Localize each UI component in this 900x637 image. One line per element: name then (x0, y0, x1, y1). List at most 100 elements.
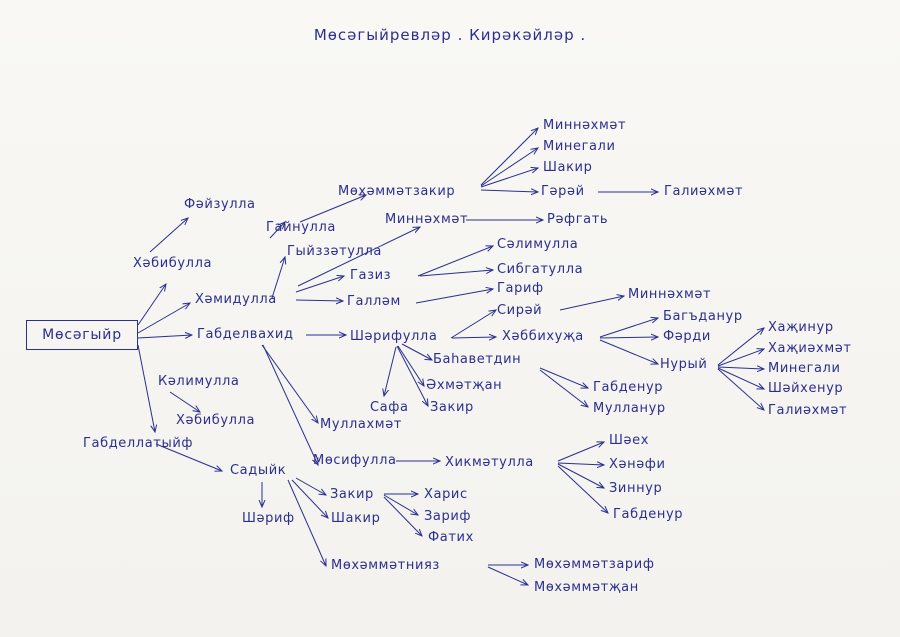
edge-arrow (297, 227, 420, 287)
node-ahmatjan: Әхмәтҗан (426, 378, 503, 393)
edge-arrow (137, 284, 166, 326)
edge-arrow (717, 328, 764, 366)
node-minnahmat-3: Миннәхмәт (628, 287, 712, 302)
edge-arrow (269, 222, 285, 239)
edge-arrow (717, 368, 764, 410)
edge-arrow (397, 345, 424, 386)
edge-arrow (137, 303, 190, 334)
node-nuriy: Нурый (660, 357, 708, 372)
node-shaeh: Шәех (609, 433, 649, 448)
edge-arrow (717, 367, 764, 369)
node-bagdanur: Багъдануp (663, 309, 743, 324)
node-shayhenur: Шәйхенур (768, 381, 844, 396)
node-shakir-2: Шакир (331, 511, 381, 526)
edge-arrow (169, 391, 200, 412)
node-minnahmat-2: Миннәхмәт (385, 212, 469, 227)
edge-arrow (396, 345, 428, 406)
edge-arrow (480, 190, 538, 192)
edge-arrow (137, 344, 155, 432)
node-hanafi: Хәнәфи (609, 457, 666, 472)
node-gaynulla: Гайнулла (266, 220, 336, 235)
edge-arrow (480, 148, 538, 187)
edge-arrow (295, 300, 343, 301)
node-mosifulla: Мөсифулла (313, 453, 397, 468)
node-habbihuja: Хәббихуҗа (502, 329, 584, 344)
node-salimulla: Сәлимулла (497, 237, 579, 252)
node-gallam: Галләм (347, 294, 401, 309)
node-zakir-2: Закир (330, 487, 374, 502)
node-garay: Гәрәй (541, 184, 585, 199)
edge-arrow (599, 337, 658, 338)
node-mullahmat: Муллахмәт (320, 417, 402, 432)
edge-arrow (137, 335, 192, 338)
node-zinnur: Зиннур (609, 481, 663, 496)
edge-arrow (295, 477, 326, 495)
node-hajiahmat: Хаҗиәхмәт (768, 341, 852, 356)
node-sibgatulla: Сибгатулла (497, 262, 584, 277)
diagram-title: Мөсәгыйревләр . Кирәкәйләр . (313, 26, 587, 44)
edge-arrow (383, 494, 418, 515)
edge-arrow (557, 463, 604, 488)
node-minnahmat-1: Миннәхмәт (543, 118, 627, 133)
node-hajinur: Хаҗинур (768, 320, 834, 335)
node-zarif: Зариф (424, 509, 472, 524)
edge-arrow (487, 566, 528, 585)
node-kalimulla: Кәлимулла (158, 374, 240, 389)
edge-arrow (401, 343, 432, 360)
edge-arrow (599, 318, 658, 338)
edge-arrow (415, 289, 493, 304)
node-garif: Гариф (497, 281, 544, 296)
node-bahavetdin: Баһаветдин (433, 352, 522, 367)
edge-arrow (299, 195, 366, 223)
node-muhammatjan: Мөхәммәтҗан (534, 580, 639, 595)
node-gaziz: Газиз (350, 268, 392, 283)
edge-arrow (539, 367, 588, 388)
node-safa: Сафа (370, 400, 409, 415)
node-rafgat: Рәфгать (547, 212, 609, 227)
edge-arrow (450, 310, 496, 339)
edge-arrow (557, 463, 604, 465)
node-sharifulla: Шәрифулла (350, 329, 438, 344)
edge-arrow (480, 128, 538, 186)
edge-arrow (419, 270, 493, 277)
node-sharif: Шәриф (242, 511, 295, 526)
edge-arrow (291, 479, 328, 518)
node-sadyyk: Садыйк (230, 463, 287, 478)
node-galiahmat-1: Галиәхмәт (664, 184, 744, 199)
node-habibulla-2: Хәбибулла (176, 413, 256, 428)
edge-arrow (717, 349, 764, 367)
edge-arrow (559, 296, 624, 311)
edge-arrow (539, 369, 588, 407)
node-habibulla-1: Хәбибулла (133, 256, 213, 271)
node-fayzulla: Фәйзулла (184, 197, 256, 212)
node-galiahmat-2: Галиәхмәт (768, 403, 848, 418)
edge-arrow (451, 337, 496, 338)
node-minegali-1: Минегали (543, 139, 616, 154)
node-fardi: Фәрди (663, 329, 711, 344)
edge-arrow (557, 465, 608, 513)
edge-arrow (417, 246, 493, 277)
edge-arrow (261, 344, 318, 423)
edge-arrow (262, 344, 318, 465)
node-fatih: Фатих (428, 530, 474, 545)
node-shakir-1: Шакир (543, 160, 593, 175)
edge-arrow (480, 168, 538, 188)
edge-arrow (557, 442, 604, 462)
node-gabdelvahid: Габделвахид (197, 327, 294, 342)
node-gabdenur-1: Габденур (593, 380, 664, 395)
node-gabdenur-2: Габденур (613, 507, 684, 522)
node-haris: Харис (424, 487, 468, 502)
node-mullanur: Мулланур (593, 401, 666, 416)
edge-arrow (155, 443, 222, 471)
node-giyzzatulla: Гыйззәтулла (287, 244, 382, 259)
edge-arrow (149, 218, 188, 253)
edge-arrow (295, 276, 344, 293)
node-gabdellatyyf: Габделлатыйф (83, 436, 194, 451)
node-sirai: Сирәй (497, 303, 543, 318)
edge-arrow (287, 479, 326, 566)
edge-arrow (271, 257, 285, 299)
edge-arrow (599, 339, 658, 364)
edge-arrow (383, 496, 422, 536)
node-hamidulla: Хәмидулла (195, 292, 277, 307)
node-hikmatulla: Хикмәтулла (445, 455, 534, 470)
